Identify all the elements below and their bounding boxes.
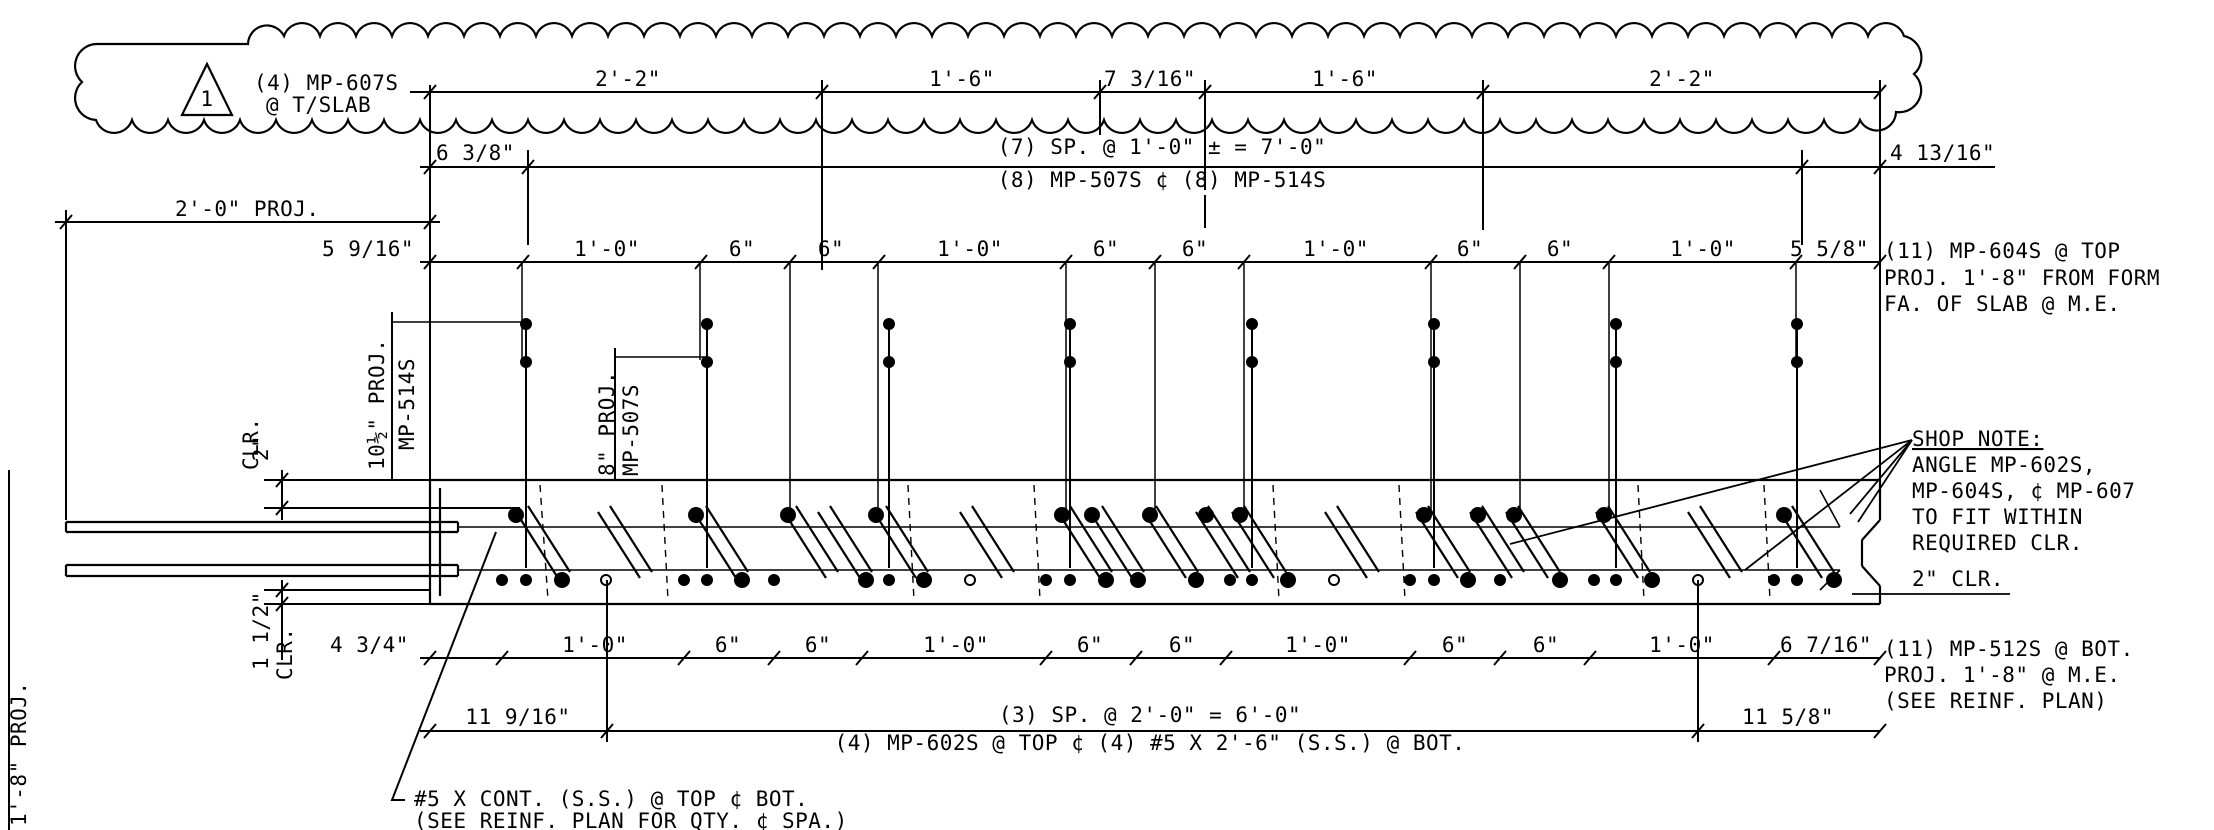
top-dimension-string xyxy=(410,80,1887,480)
lower-dimension-string xyxy=(420,650,1887,666)
note-top-fa: FA. OF SLAB @ M.E. xyxy=(1884,292,2121,316)
spacing-line1: (7) SP. @ 1'-0" ± = 7'-0" xyxy=(998,135,1327,159)
upper-dim-12: 5 5/8" xyxy=(1790,237,1869,261)
spacing-dimension-string xyxy=(420,150,1995,245)
note-bot-proj: PROJ. 1'-8" @ M.E. xyxy=(1884,663,2121,687)
mp507-label: MP-507S xyxy=(619,384,643,476)
shop-note-leaders xyxy=(1509,439,2010,595)
proj-8-label: 8" PROJ. xyxy=(595,371,619,476)
spacing-right-end: 4 13/16" xyxy=(1890,141,1995,165)
revision-note-line2: @ T/SLAB xyxy=(266,93,371,117)
open-bar-markers xyxy=(600,574,1704,586)
bottom-line1: (3) SP. @ 2'-0" = 6'-0" xyxy=(999,703,1301,727)
lower-dim-10: 6" xyxy=(1533,633,1559,657)
lower-dim-2: 1'-0" xyxy=(562,633,628,657)
top-dim-3: 7 3/16" xyxy=(1104,67,1196,91)
mp514-label: MP-514S xyxy=(395,358,419,450)
upper-dim-10: 6" xyxy=(1547,237,1573,261)
upper-dim-1: 5 9/16" xyxy=(322,237,414,261)
lower-dim-4: 6" xyxy=(805,633,831,657)
shop-note-line3: TO FIT WITHIN xyxy=(1912,505,2083,529)
upper-dim-7: 6" xyxy=(1182,237,1208,261)
note-bot-see: (SEE REINF. PLAN) xyxy=(1884,689,2107,713)
lower-dim-12: 6 7/16" xyxy=(1780,633,1872,657)
slab-section xyxy=(64,478,1882,606)
proj-10-label: 10½" PROJ. xyxy=(365,339,389,470)
revision-number: 1 xyxy=(200,87,213,111)
lower-dim-11: 1'-0" xyxy=(1649,633,1715,657)
upper-dim-6: 6" xyxy=(1093,237,1119,261)
top-dim-5: 2'-2" xyxy=(1649,67,1715,91)
top-dim-2: 1'-6" xyxy=(929,67,995,91)
clearance-dims-left xyxy=(8,312,616,830)
revision-triangle xyxy=(180,61,234,117)
footnote-leader xyxy=(390,531,497,801)
note-top-proj: PROJ. 1'-8" FROM FORM xyxy=(1884,266,2160,290)
projection-label: 2'-0" PROJ. xyxy=(175,197,320,221)
top-dim-1: 2'-2" xyxy=(595,67,661,91)
bottom-line2: (4) MP-602S @ TOP ¢ (4) #5 X 2'-6" (S.S.… xyxy=(835,731,1466,755)
lower-dim-1: 4 3/4" xyxy=(330,633,409,657)
lower-dim-9: 6" xyxy=(1442,633,1468,657)
upper-dim-2: 1'-0" xyxy=(574,237,640,261)
upper-dim-8: 1'-0" xyxy=(1303,237,1369,261)
footnote-line1: #5 X CONT. (S.S.) @ TOP ¢ BOT. xyxy=(414,787,808,811)
clr-15-label: 1 1/2" xyxy=(249,591,273,670)
top-dim-4: 1'-6" xyxy=(1312,67,1378,91)
lower-dim-6: 6" xyxy=(1077,633,1103,657)
footnote-line2: (SEE REINF. PLAN FOR QTY. ¢ SPA.) xyxy=(414,809,848,830)
lower-dim-3: 6" xyxy=(715,633,741,657)
revision-note-line1: (4) MP-607S xyxy=(254,71,399,95)
bottom-right-end: 11 5/8" xyxy=(1742,705,1834,729)
bottom-dimension-string xyxy=(420,580,1887,742)
edge-proj-label: 1'-8" PROJ. xyxy=(7,681,31,826)
spacing-left-end: 6 3/8" xyxy=(436,141,515,165)
projection-dimension xyxy=(55,210,440,520)
angled-bars xyxy=(515,505,1835,579)
lower-dim-5: 1'-0" xyxy=(923,633,989,657)
clr-2-label: 2" xyxy=(249,435,273,461)
upper-dim-11: 1'-0" xyxy=(1670,237,1736,261)
shop-note-line4: REQUIRED CLR. xyxy=(1912,531,2083,555)
note-bot-bars: (11) MP-512S @ BOT. xyxy=(1884,637,2134,661)
upper-dimension-string xyxy=(420,254,1887,270)
note-top-bars: (11) MP-604S @ TOP xyxy=(1884,239,2121,263)
bar-dots-top xyxy=(508,507,1792,523)
revision-cloud xyxy=(73,21,1923,135)
shop-note-title: SHOP NOTE: xyxy=(1912,427,2043,451)
upper-dim-4: 6" xyxy=(818,237,844,261)
spacing-line2: (8) MP-507S ¢ (8) MP-514S xyxy=(998,168,1327,192)
lower-dim-7: 6" xyxy=(1169,633,1195,657)
shop-note-line2: MP-604S, ¢ MP-607 xyxy=(1912,479,2135,503)
clr-15-clr-label: CLR. xyxy=(273,627,297,680)
clr-2-right-label: 2" CLR. xyxy=(1912,567,2004,591)
dowel-dots xyxy=(520,318,1803,368)
upper-dim-9: 6" xyxy=(1457,237,1483,261)
bar-dots-bottom xyxy=(496,572,1842,588)
shop-note-line1: ANGLE MP-602S, xyxy=(1912,453,2096,477)
bottom-left-end: 11 9/16" xyxy=(465,705,570,729)
upper-dim-5: 1'-0" xyxy=(937,237,1003,261)
lower-dim-8: 1'-0" xyxy=(1285,633,1351,657)
upper-dim-3: 6" xyxy=(729,237,755,261)
clr-2-clr-label: CLR. xyxy=(239,417,263,470)
